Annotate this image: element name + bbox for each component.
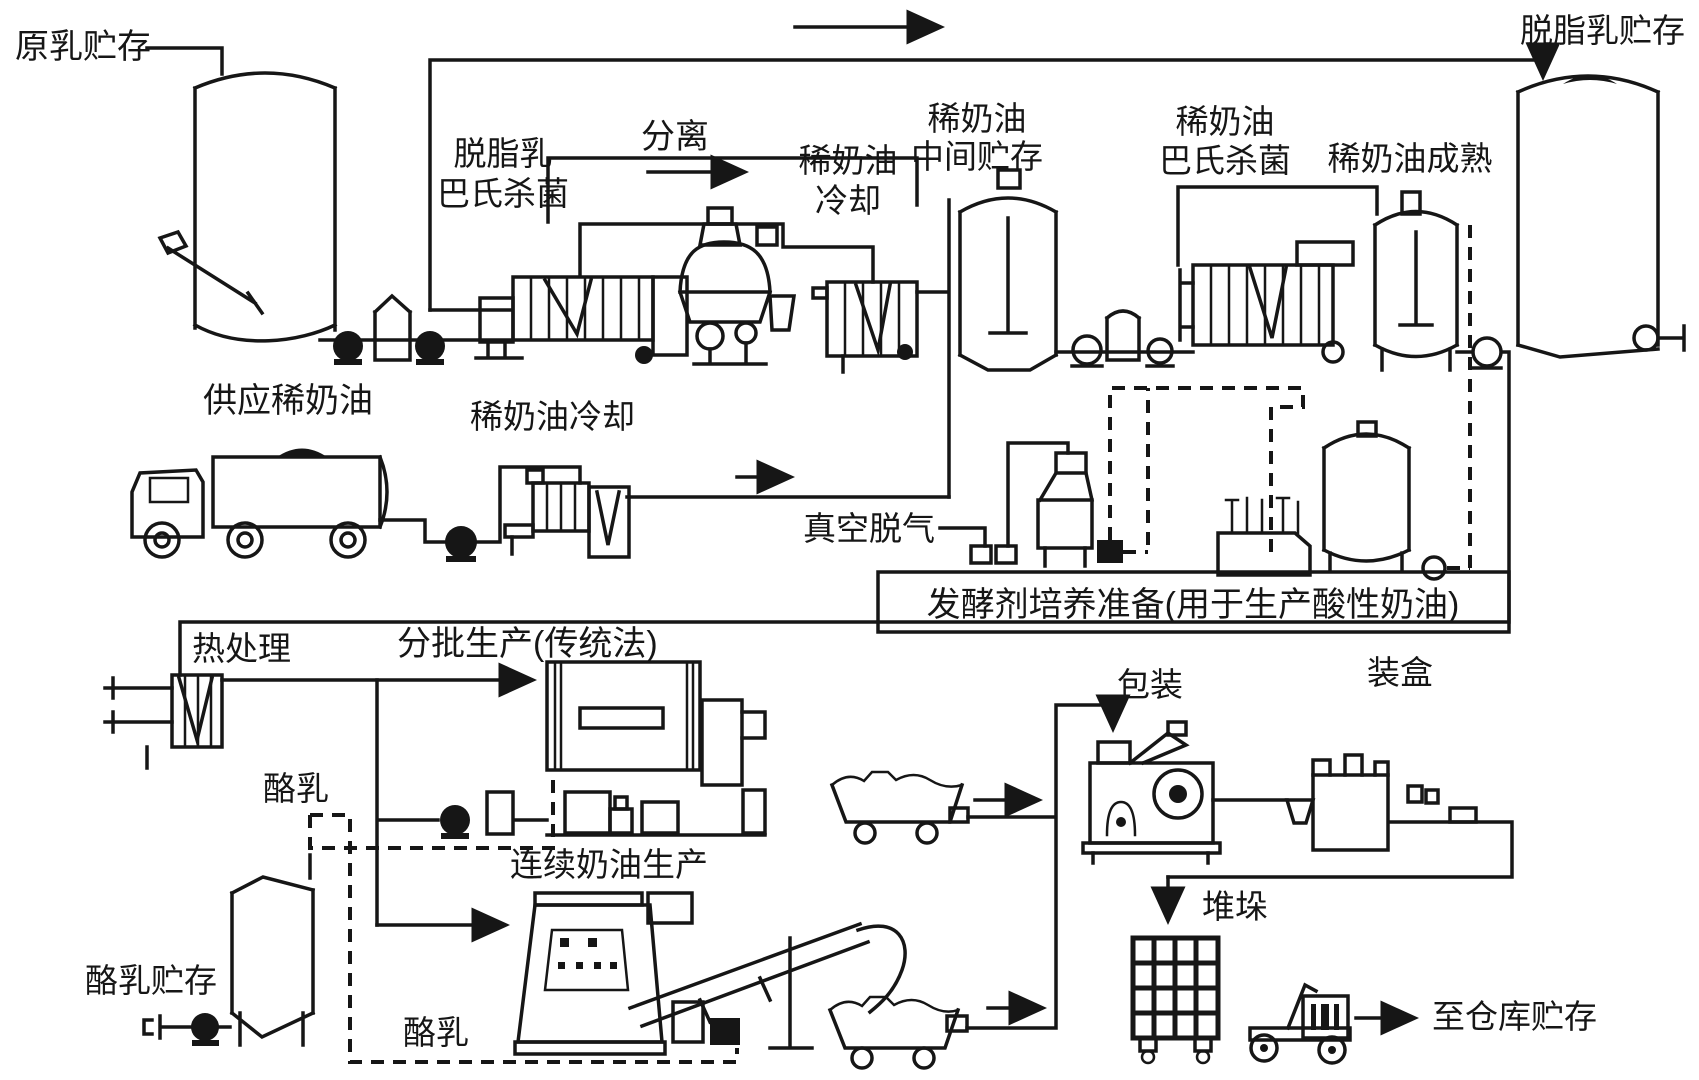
- label-cream-mid-storage-line1: 稀奶油: [928, 100, 1027, 137]
- label-cream-pasteurization-line1: 稀奶油: [1176, 103, 1275, 140]
- forklift: [1248, 982, 1352, 1065]
- cream-pasteurizer: [1178, 240, 1355, 364]
- butter-trolley-2: [827, 995, 969, 1070]
- label-buttermilk-2: 酪乳: [403, 1014, 469, 1051]
- label-cream-pasteurization-line2: 巴氏杀菌: [1159, 142, 1291, 179]
- steam-generator: [1216, 496, 1312, 577]
- continuous-butter-machine: [513, 891, 907, 1056]
- label-buttermilk-storage: 酪乳贮存: [85, 962, 217, 999]
- label-stacking: 堆垛: [1202, 888, 1268, 925]
- skim-pasteurizer: [474, 275, 689, 364]
- label-raw-milk-storage: 原乳贮存: [15, 28, 151, 66]
- buttermilk-tank: [191, 875, 316, 1047]
- label-starter-culture: 发酵剂培养准备(用于生产酸性奶油): [927, 586, 1460, 624]
- cream-cooler-1: [811, 280, 919, 374]
- cream-ripening-tank: [1372, 190, 1503, 372]
- label-cream-cooling-line1: 稀奶油: [799, 142, 898, 179]
- cartoning-machine: [1284, 753, 1478, 852]
- batch-churn: [545, 660, 767, 837]
- process-pipelines: [142, 9, 1686, 1040]
- label-buttermilk-1: 酪乳: [263, 770, 329, 807]
- buttermilk-dashed-churn: [308, 780, 555, 855]
- label-skim-pasteurization-line1: 脱脂乳: [454, 135, 553, 172]
- label-cream-supply: 供应稀奶油: [203, 382, 373, 420]
- label-cream-cooling-line2: 冷却: [815, 182, 881, 219]
- starter-caption-box: [876, 570, 1511, 634]
- label-cartoning: 装盒: [1367, 654, 1433, 691]
- cream-intermediate-tank: [957, 168, 1059, 372]
- cream-supply-truck: [130, 448, 389, 559]
- skim-milk-tank: [1515, 74, 1661, 359]
- cream-transfer-pumps: [1070, 309, 1175, 368]
- label-separation: 分离: [641, 118, 709, 156]
- starter-dashed-line-2: [1123, 388, 1150, 554]
- label-cream-mid-storage-line2: 中间贮存: [911, 138, 1043, 175]
- label-cream-cooling2: 稀奶油冷却: [470, 398, 635, 435]
- starter-valve: [1097, 540, 1123, 563]
- raw-milk-pumps: [333, 293, 445, 365]
- churn-feed-pump: [440, 790, 515, 839]
- heat-treatment-hx: [103, 673, 224, 770]
- dashed-lines: [308, 216, 1472, 1064]
- label-heat-treatment: 热处理: [192, 630, 291, 667]
- pallet-stack: [1130, 935, 1221, 1065]
- supply-pump: [445, 526, 477, 562]
- buttermilk-dashed-continuous: [310, 813, 739, 1064]
- butter-trolley-1: [829, 770, 970, 845]
- starter-culture-tank: [1321, 420, 1447, 581]
- vacuum-deaerator: [969, 544, 1018, 565]
- label-to-warehouse: 至仓库贮存: [1432, 998, 1597, 1035]
- label-skim-milk-storage: 脱脂乳贮存: [1520, 12, 1685, 49]
- label-skim-pasteurization-line2: 巴氏杀菌: [437, 175, 569, 212]
- starter-dashed-line-1: [1108, 386, 1305, 552]
- label-packaging: 包装: [1117, 666, 1183, 703]
- starter-to-ripening-dashed: [1447, 216, 1472, 570]
- packaging-machine: [1081, 720, 1222, 865]
- cream-cooler-2: [503, 468, 631, 559]
- label-cream-ripening: 稀奶油成熟: [1328, 140, 1493, 177]
- label-batch-production: 分批生产(传统法): [397, 625, 658, 663]
- starter-culture-flask: [1036, 451, 1095, 568]
- label-vacuum-deaeration: 真空脱气: [803, 510, 935, 547]
- milk-separator: [677, 206, 797, 366]
- label-continuous-production: 连续奶油生产: [510, 846, 708, 883]
